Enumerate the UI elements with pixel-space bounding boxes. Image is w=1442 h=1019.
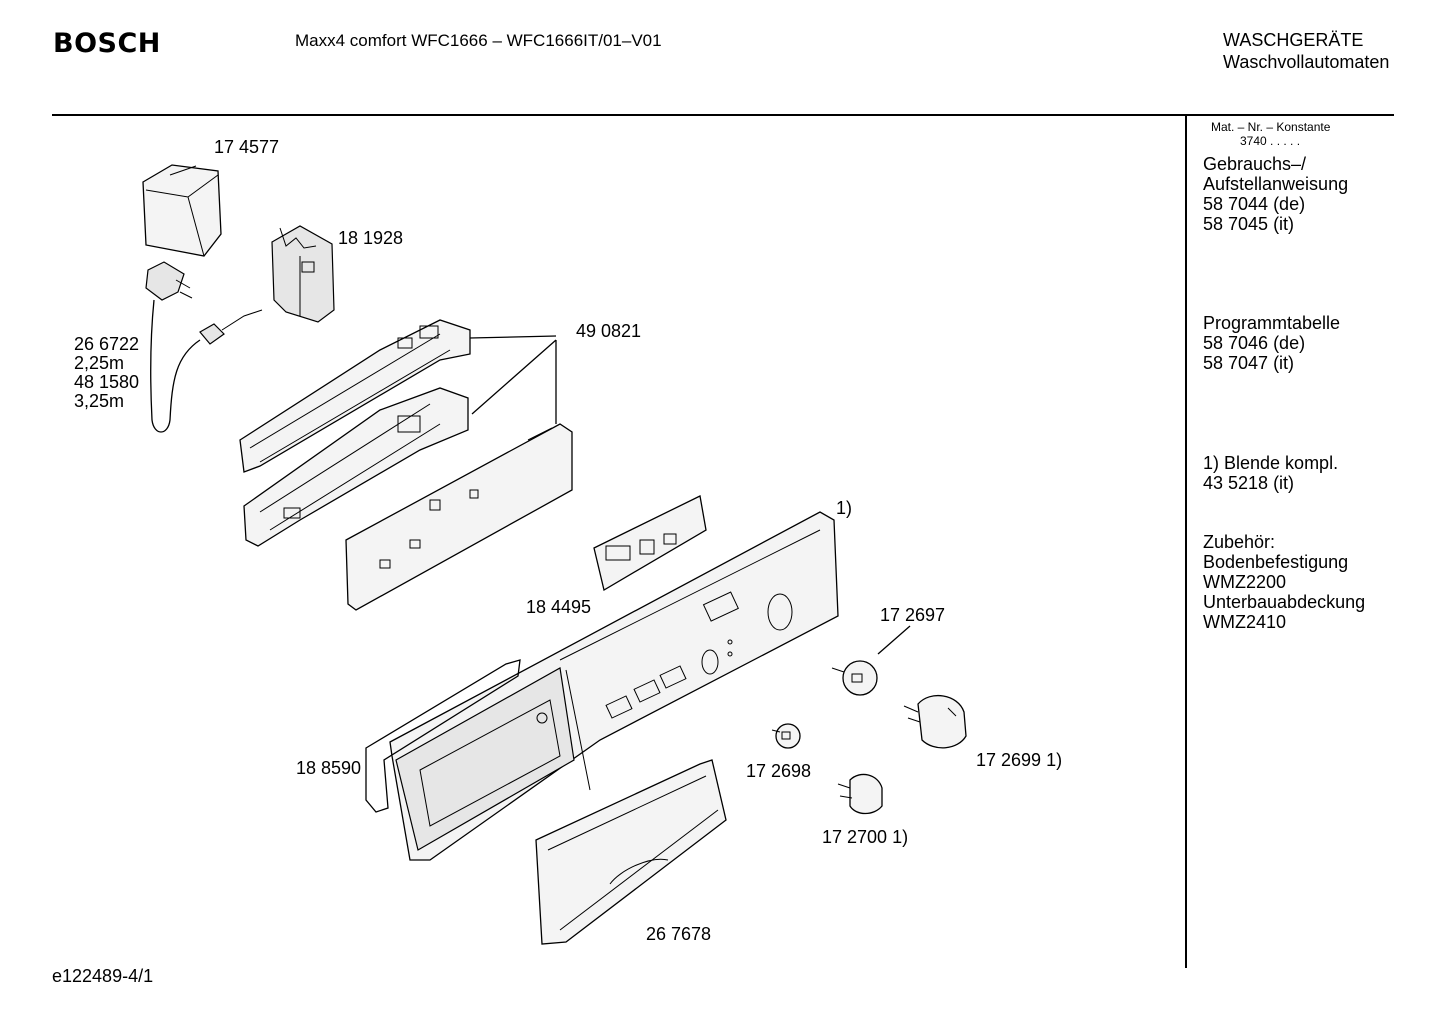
label-184495: 18 4495 — [526, 597, 592, 617]
label-cable: 26 6722 2,25m 48 1580 3,25m — [74, 335, 139, 411]
program-table-line: 58 7046 (de) — [1203, 333, 1306, 353]
header-rule — [52, 114, 1394, 116]
category: WASCHGERÄTE Waschvollautomaten — [1223, 29, 1389, 73]
cover-box-drawing — [142, 164, 222, 257]
manual-line: Aufstellanweisung — [1203, 174, 1349, 194]
cable-line: 3,25m — [74, 391, 125, 411]
label-267678: 26 7678 — [646, 924, 712, 944]
power-cable-drawing — [145, 261, 263, 433]
manual-line: 58 7044 (de) — [1203, 194, 1306, 214]
matnr-label: Mat. – Nr. – Konstante — [1211, 120, 1331, 134]
brand-logo: BOSCH — [53, 28, 161, 59]
accessories-line: Unterbauabdeckung — [1203, 592, 1366, 612]
label-note-mark: 1) — [836, 498, 853, 518]
accessories-line: WMZ2410 — [1203, 612, 1287, 632]
knob-172697-drawing — [831, 625, 911, 696]
accessories-line: Bodenbefestigung — [1203, 552, 1349, 572]
label-172699: 17 2699 1) — [976, 750, 1063, 770]
program-table-block: Programmtabelle 58 7046 (de) 58 7047 (it… — [1203, 313, 1340, 373]
knob-172698-drawing — [771, 723, 801, 749]
front-panel-drawing — [389, 511, 839, 861]
label-172700: 17 2700 1) — [822, 827, 909, 847]
note-line: 43 5218 (it) — [1203, 473, 1295, 493]
label-490821: 49 0821 — [576, 321, 642, 341]
note-block: 1) Blende kompl. 43 5218 (it) — [1203, 453, 1338, 493]
display-board-drawing — [593, 495, 707, 592]
sidebar-rule — [1185, 116, 1187, 968]
manual-line: 58 7045 (it) — [1203, 214, 1295, 234]
label-172697: 17 2697 — [880, 605, 946, 625]
category-line-2: Waschvollautomaten — [1223, 52, 1390, 72]
seal-drawing — [365, 659, 521, 813]
note-line: 1) Blende kompl. — [1203, 453, 1339, 473]
matnr-value: 3740 . . . . . — [1240, 134, 1301, 148]
flap-drawing — [535, 759, 727, 945]
category-line-1: WASCHGERÄTE — [1223, 30, 1364, 50]
label-188590: 18 8590 — [296, 758, 362, 778]
manual-line: Gebrauchs–/ — [1203, 154, 1307, 174]
label-174577: 17 4577 — [214, 137, 280, 157]
knob-172700-drawing — [837, 773, 883, 815]
filter-drawing — [271, 225, 335, 323]
accessories-line: WMZ2200 — [1203, 572, 1287, 592]
label-181928: 18 1928 — [338, 228, 404, 248]
label-172698: 17 2698 — [746, 761, 812, 781]
accessories-block: Zubehör: Bodenbefestigung WMZ2200 Unterb… — [1203, 532, 1365, 632]
matnr-block: Mat. – Nr. – Konstante 3740 . . . . . — [1211, 120, 1330, 148]
knob-172699-drawing — [903, 694, 967, 749]
program-table-line: 58 7047 (it) — [1203, 353, 1295, 373]
model-title: Maxx4 comfort WFC1666 – WFC1666IT/01–V01 — [295, 31, 662, 50]
drawing-id: e122489-4/1 — [52, 966, 154, 986]
control-module-drawing — [239, 319, 573, 611]
accessories-line: Zubehör: — [1203, 532, 1276, 552]
cable-line: 2,25m — [74, 353, 125, 373]
cable-line: 48 1580 — [74, 372, 140, 392]
manual-block: Gebrauchs–/ Aufstellanweisung 58 7044 (d… — [1203, 154, 1348, 234]
program-table-line: Programmtabelle — [1203, 313, 1341, 333]
cable-line: 26 6722 — [74, 334, 140, 354]
